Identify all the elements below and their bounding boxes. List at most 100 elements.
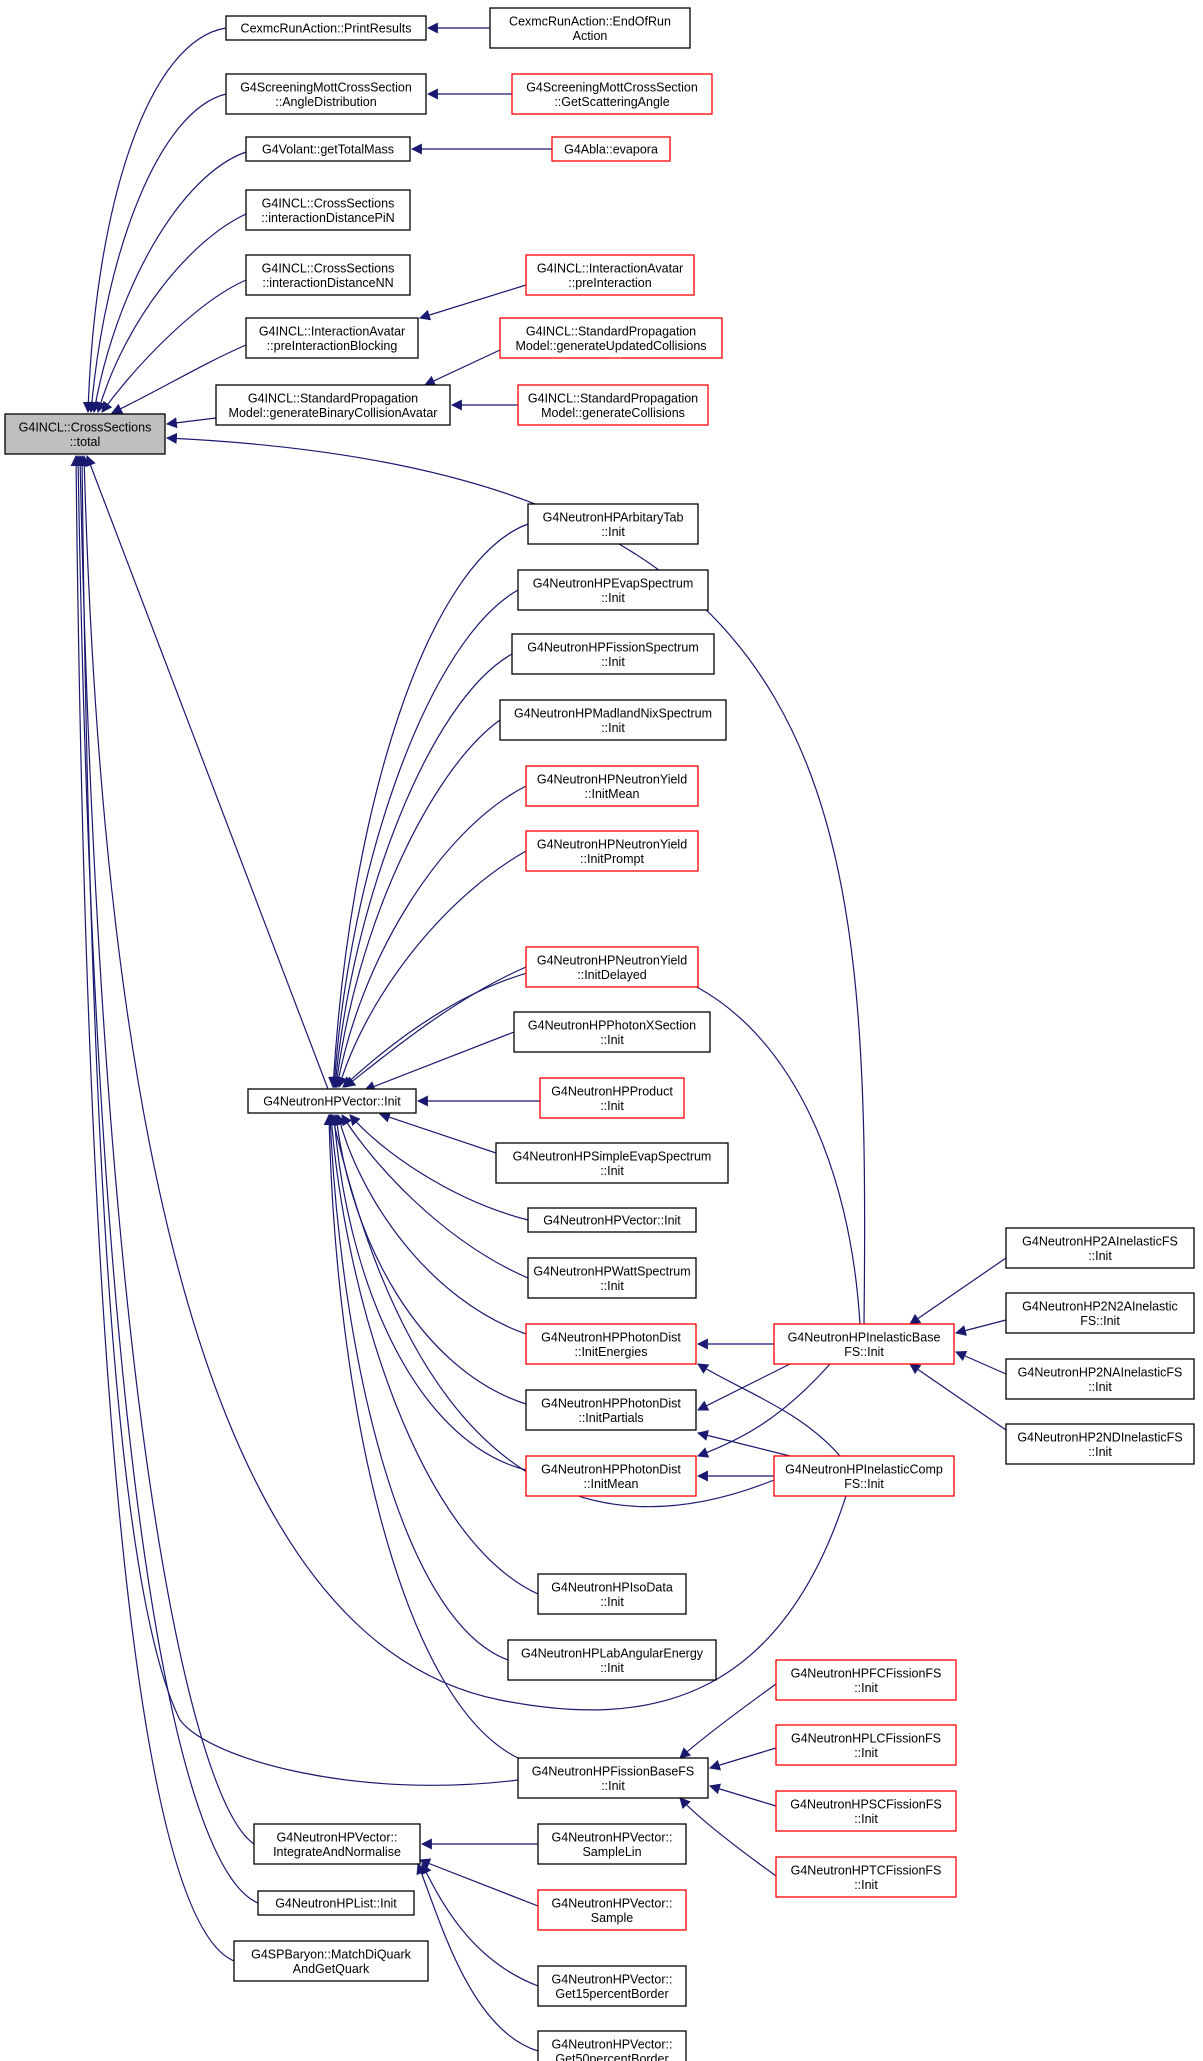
- node-label: G4ScreeningMottCrossSection: [240, 80, 412, 94]
- node-label: G4NeutronHPList::Init: [275, 1897, 397, 1911]
- node-box: [257, 1890, 415, 1916]
- node-evapora[interactable]: G4Abla::evapora: [551, 136, 671, 162]
- edge-idnn-to-total: [101, 279, 247, 413]
- edge-isodata-to-vecinit: [326, 1113, 539, 1595]
- node-box: [1005, 1292, 1195, 1334]
- node-total[interactable]: G4INCL::CrossSections::total: [4, 413, 166, 455]
- node-fcfission[interactable]: G4NeutronHPFCFissionFS::Init: [775, 1659, 957, 1701]
- node-scfission[interactable]: G4NeutronHPSCFissionFS::Init: [775, 1790, 957, 1832]
- edge-idpin-to-total: [95, 213, 247, 414]
- node-get15[interactable]: G4NeutronHPVector::Get15percentBorder: [537, 1965, 687, 2007]
- node-label: ::Init: [854, 1746, 878, 1760]
- node-box: [253, 1823, 421, 1865]
- edge-initmean_y-to-vecinit: [333, 785, 527, 1089]
- node-idpin[interactable]: G4INCL::CrossSections::interactionDistan…: [245, 189, 411, 231]
- node-product[interactable]: G4NeutronHPProduct::Init: [539, 1077, 685, 1119]
- node-label: Get15percentBorder: [555, 1987, 668, 2001]
- edge-vecinit-to-total: [85, 454, 329, 1090]
- node-n2a[interactable]: G4NeutronHP2AInelasticFS::Init: [1005, 1227, 1195, 1269]
- node-genupdated[interactable]: G4INCL::StandardPropagationModel::genera…: [499, 317, 723, 359]
- node-label: ::Init: [600, 1099, 624, 1113]
- node-label: G4NeutronHPInelasticComp: [785, 1462, 943, 1476]
- node-label: ::Init: [600, 1279, 624, 1293]
- node-isodata[interactable]: G4NeutronHPIsoData::Init: [537, 1573, 687, 1615]
- node-sample[interactable]: G4NeutronHPVector::Sample: [537, 1889, 687, 1931]
- node-label: ::InitMean: [584, 1477, 639, 1491]
- node-madland[interactable]: G4NeutronHPMadlandNixSpectrum::Init: [499, 699, 727, 741]
- node-label: Action: [573, 29, 608, 43]
- node-box: [489, 7, 691, 49]
- node-label: FS::Init: [1080, 1314, 1120, 1328]
- node-get50[interactable]: G4NeutronHPVector::Get50percentBorder: [537, 2030, 687, 2061]
- node-label: G4NeutronHPInelasticBase: [788, 1330, 941, 1344]
- node-vecinit[interactable]: G4NeutronHPVector::Init: [247, 1088, 417, 1114]
- node-initdelayed[interactable]: G4NeutronHPNeutronYield::InitDelayed: [525, 946, 699, 988]
- node-box: [233, 1940, 429, 1982]
- edge-genbinary-to-total: [165, 417, 217, 429]
- node-labangular[interactable]: G4NeutronHPLabAngularEnergy::Init: [507, 1639, 717, 1681]
- edge-sample-to-integrate: [418, 1858, 539, 1907]
- node-label: G4NeutronHPNeutronYield: [537, 953, 687, 967]
- node-label: G4NeutronHPPhotonDist: [541, 1396, 681, 1410]
- node-watt[interactable]: G4NeutronHPWattSpectrum::Init: [527, 1257, 697, 1299]
- node-label: G4NeutronHPVector::Init: [543, 1214, 681, 1228]
- node-label: ::InitEnergies: [575, 1345, 648, 1359]
- edge-get15-to-integrate: [421, 1863, 539, 1987]
- node-label: G4INCL::StandardPropagation: [526, 324, 696, 338]
- node-n2nd[interactable]: G4NeutronHP2NDInelasticFS::Init: [1005, 1423, 1195, 1465]
- node-arbitary[interactable]: G4NeutronHPArbitaryTab::Init: [527, 503, 699, 545]
- edge-fissionbase-to-total: [76, 454, 519, 1786]
- node-samplelin[interactable]: G4NeutronHPVector::SampleLin: [537, 1823, 687, 1865]
- node-initmean_p[interactable]: G4NeutronHPPhotonDist::InitMean: [525, 1455, 697, 1497]
- node-simpleevap[interactable]: G4NeutronHPSimpleEvapSpectrum::Init: [495, 1142, 729, 1184]
- node-partials[interactable]: G4NeutronHPPhotonDist::InitPartials: [525, 1389, 697, 1431]
- node-initmean_y[interactable]: G4NeutronHPNeutronYield::InitMean: [525, 765, 699, 807]
- node-gencoll[interactable]: G4INCL::StandardPropagationModel::genera…: [517, 384, 709, 426]
- edge-preint-to-preintblock: [418, 284, 527, 321]
- node-initprompt[interactable]: G4NeutronHPNeutronYield::InitPrompt: [525, 830, 699, 872]
- node-lcfission[interactable]: G4NeutronHPLCFissionFS::Init: [775, 1724, 957, 1766]
- node-label: CexmcRunAction::PrintResults: [241, 22, 412, 36]
- node-photonx[interactable]: G4NeutronHPPhotonXSection::Init: [513, 1011, 711, 1053]
- node-label: G4NeutronHPIsoData: [551, 1580, 673, 1594]
- node-printresults[interactable]: CexmcRunAction::PrintResults: [225, 15, 427, 41]
- node-fissionbase[interactable]: G4NeutronHPFissionBaseFS::Init: [517, 1757, 709, 1799]
- node-angledist[interactable]: G4ScreeningMottCrossSection::AngleDistri…: [225, 73, 427, 115]
- node-box: [525, 946, 699, 988]
- node-box: [525, 1323, 697, 1365]
- node-box: [511, 73, 713, 115]
- node-vecinit2[interactable]: G4NeutronHPVector::Init: [527, 1207, 697, 1233]
- edge-n2na-to-inelbase: [954, 1350, 1007, 1375]
- node-evapspec[interactable]: G4NeutronHPEvapSpectrum::Init: [517, 569, 709, 611]
- node-idnn[interactable]: G4INCL::CrossSections::interactionDistan…: [245, 254, 411, 296]
- node-getscatter[interactable]: G4ScreeningMottCrossSection::GetScatteri…: [511, 73, 713, 115]
- node-fissionspec[interactable]: G4NeutronHPFissionSpectrum::Init: [511, 633, 715, 675]
- edge-fcfission-to-fissionbase: [679, 1683, 777, 1759]
- node-preint[interactable]: G4INCL::InteractionAvatar::preInteractio…: [525, 254, 695, 296]
- node-integrate[interactable]: G4NeutronHPVector::IntegrateAndNormalise: [253, 1823, 421, 1865]
- node-label: ::Init: [601, 655, 625, 669]
- node-label: ::Init: [600, 1033, 624, 1047]
- node-label: AndGetQuark: [293, 1962, 370, 1976]
- node-energies[interactable]: G4NeutronHPPhotonDist::InitEnergies: [525, 1323, 697, 1365]
- node-label: G4NeutronHPTCFissionFS: [791, 1863, 942, 1877]
- node-label: ::interactionDistanceNN: [262, 276, 393, 290]
- edge-watt-to-vecinit: [341, 1114, 529, 1279]
- node-tcfission[interactable]: G4NeutronHPTCFissionFS::Init: [775, 1856, 957, 1898]
- node-box: [517, 569, 709, 611]
- node-label: G4INCL::InteractionAvatar: [259, 324, 405, 338]
- node-box: [525, 254, 695, 296]
- node-n2na[interactable]: G4NeutronHP2NAInelasticFS::Init: [1005, 1358, 1195, 1400]
- node-genbinary[interactable]: G4INCL::StandardPropagationModel::genera…: [215, 384, 451, 426]
- node-totalmass[interactable]: G4Volant::getTotalMass: [245, 136, 411, 162]
- node-preintblock[interactable]: G4INCL::InteractionAvatar::preInteractio…: [245, 317, 419, 359]
- node-label: G4INCL::CrossSections: [262, 196, 395, 210]
- node-box: [225, 15, 427, 41]
- node-listinit[interactable]: G4NeutronHPList::Init: [257, 1890, 415, 1916]
